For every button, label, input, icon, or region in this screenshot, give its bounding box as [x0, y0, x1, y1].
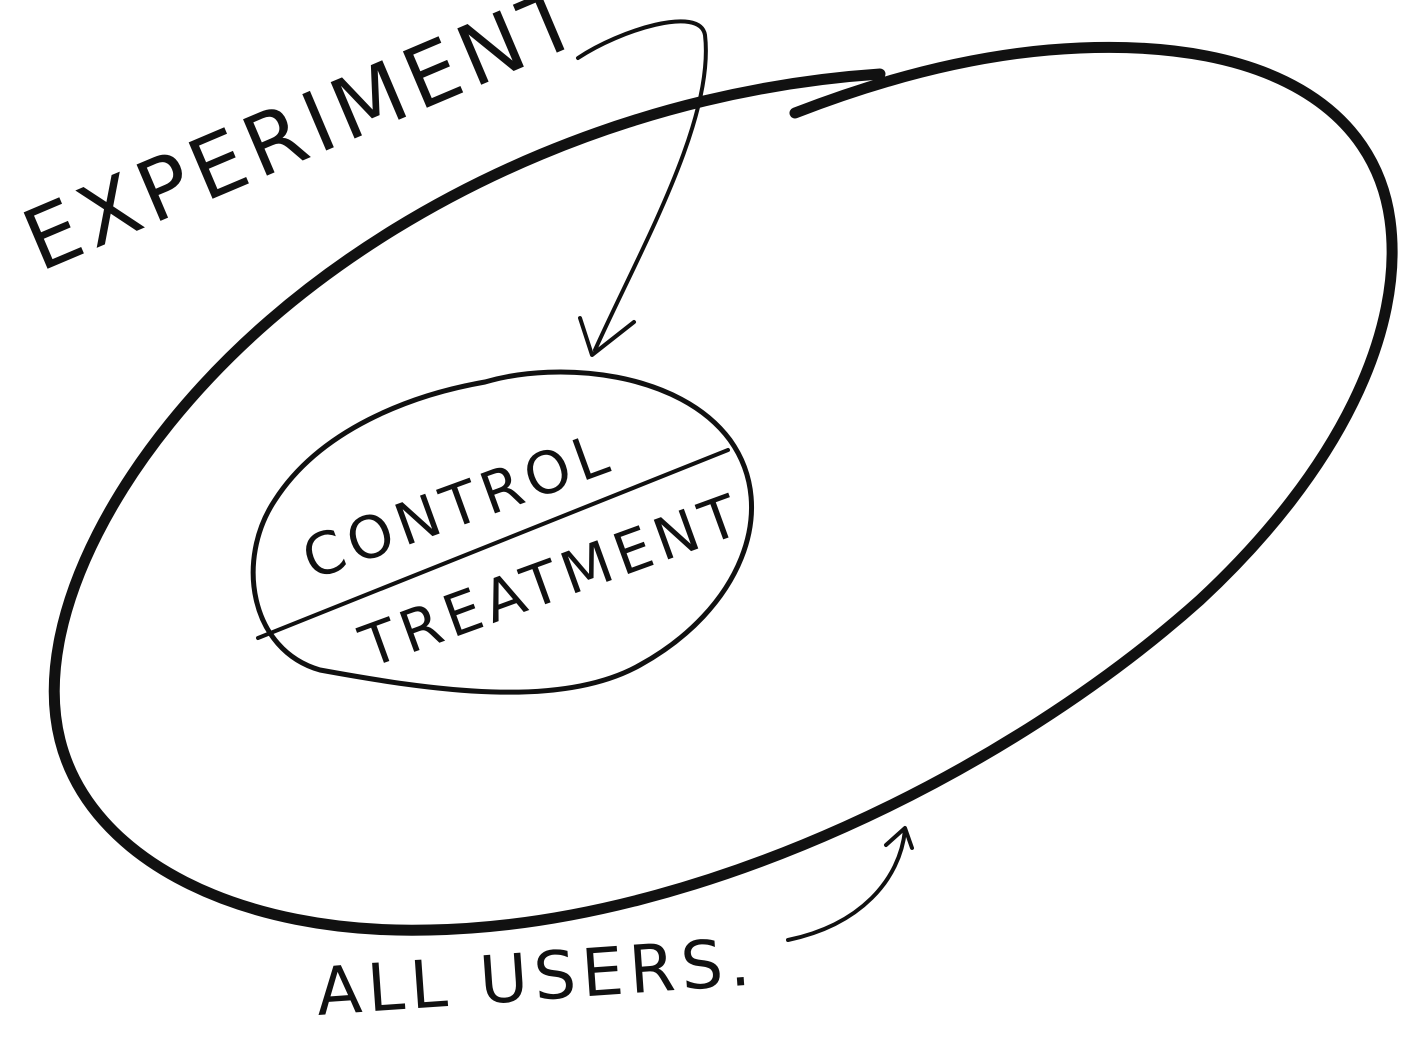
experiment-arrow-shaft: [576, 19, 708, 352]
experiment-arrow-head: [578, 316, 636, 357]
all-users-arrow-head: [884, 826, 914, 850]
all-users-label: ALL USERS.: [314, 923, 759, 1031]
control-treatment-divider: [256, 448, 730, 640]
experiment-group-ellipse: [250, 369, 754, 695]
all-users-arrow-shaft: [786, 828, 907, 942]
experiment-label: EXPERIMENT: [10, 0, 598, 290]
all-users-ellipse: [48, 41, 1398, 936]
